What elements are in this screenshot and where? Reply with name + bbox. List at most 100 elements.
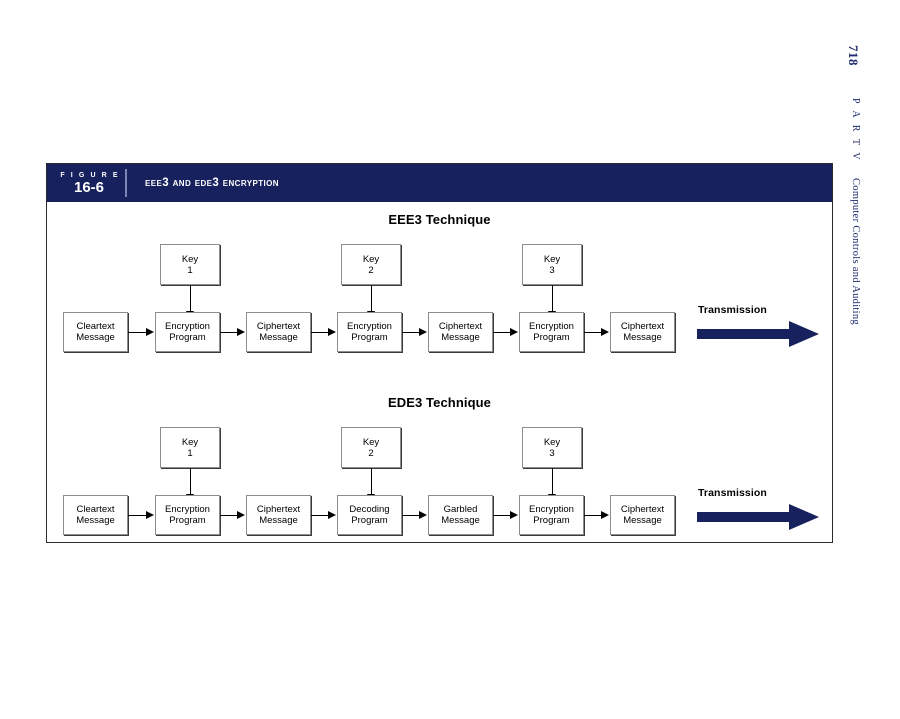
- eee3-transmission-arrow: [697, 321, 819, 347]
- eee3-key-connector-2: [371, 285, 372, 314]
- flow-box-line1: Encryption: [165, 504, 210, 515]
- ede3-flow-box-2: Encryption Program: [155, 495, 220, 535]
- eee3-connector-3: [311, 332, 329, 333]
- flow-box-line2: Message: [623, 332, 662, 343]
- flow-box-line2: Program: [169, 332, 206, 343]
- ede3-arrowhead-5: [510, 510, 518, 519]
- eee3-key-box-3: Key 3: [522, 244, 582, 285]
- flow-box-line2: Program: [351, 332, 388, 343]
- key-box-line2: 1: [187, 264, 193, 276]
- ede3-arrowhead-2: [237, 510, 245, 519]
- flow-box-line2: Message: [259, 515, 298, 526]
- flow-box-line2: Message: [441, 332, 480, 343]
- ede3-key-box-2: Key 2: [341, 427, 401, 468]
- flow-box-line2: Program: [351, 515, 388, 526]
- ede3-connector-5: [493, 515, 511, 516]
- ede3-connector-4: [402, 515, 420, 516]
- figure-word-label: F I G U R E: [60, 171, 120, 179]
- eee3-flow-box-5: Ciphertext Message: [428, 312, 493, 352]
- eee3-flow-box-4: Encryption Program: [337, 312, 402, 352]
- eee3-key-connector-1: [190, 285, 191, 314]
- ede3-key-connector-1: [190, 468, 191, 497]
- eee3-key-connector-3: [552, 285, 553, 314]
- key-box-line2: 1: [187, 447, 193, 459]
- key-box-line1: Key: [181, 436, 199, 448]
- eee3-connector-2: [220, 332, 238, 333]
- flow-box-line1: Encryption: [347, 321, 392, 332]
- flow-box-line2: Message: [76, 515, 115, 526]
- key-box-line2: 3: [549, 264, 555, 276]
- ede3-connector-1: [128, 515, 147, 516]
- key-box-line1: Key: [362, 253, 380, 265]
- key-box-line2: 2: [368, 264, 374, 276]
- eee3-arrowhead-5: [510, 327, 518, 336]
- flow-box-line1: Ciphertext: [438, 321, 483, 332]
- ede3-arrowhead-3: [328, 510, 336, 519]
- ede3-key-connector-2: [371, 468, 372, 497]
- eee3-key-box-1: Key 1: [160, 244, 220, 285]
- ede3-key-box-3: Key 3: [522, 427, 582, 468]
- running-head: Computer Controls and Auditing: [850, 178, 861, 325]
- flow-box-line2: Message: [623, 515, 662, 526]
- figure-title: EEE3 and EDE3 Encryption: [145, 177, 279, 189]
- ede3-flow-box-1: Cleartext Message: [63, 495, 128, 535]
- ede3-arrowhead-4: [419, 510, 427, 519]
- eee3-flow-box-3: Ciphertext Message: [246, 312, 311, 352]
- eee3-arrowhead-6: [601, 327, 609, 336]
- ede3-transmission-arrow: [697, 504, 819, 530]
- eee3-connector-5: [493, 332, 511, 333]
- eee3-flow-box-2: Encryption Program: [155, 312, 220, 352]
- ede3-key-box-1: Key 1: [160, 427, 220, 468]
- flow-box-line1: Cleartext: [76, 321, 115, 332]
- flow-box-line1: Ciphertext: [256, 321, 301, 332]
- ede3-transmission-label: Transmission: [698, 487, 767, 499]
- page-number: 718: [846, 45, 861, 66]
- flow-box-line2: Program: [533, 515, 570, 526]
- eee3-arrowhead-1: [146, 327, 154, 336]
- eee3-flow-box-7: Ciphertext Message: [610, 312, 675, 352]
- figure-number-block: F I G U R E 16-6: [47, 164, 125, 202]
- flow-box-line1: Cleartext: [76, 504, 115, 515]
- figure-number: 16-6: [73, 178, 105, 196]
- flow-box-line1: Encryption: [529, 321, 574, 332]
- eee3-key-box-2: Key 2: [341, 244, 401, 285]
- ede3-connector-6: [584, 515, 602, 516]
- ede3-section-title: EDE3 Technique: [387, 395, 491, 410]
- eee3-arrowhead-3: [328, 327, 336, 336]
- eee3-section-title: EEE3 Technique: [388, 212, 491, 227]
- flow-box-line1: Encryption: [529, 504, 574, 515]
- ede3-flow-box-4: Decoding Program: [337, 495, 402, 535]
- flow-box-line2: Program: [533, 332, 570, 343]
- ede3-flow-box-7: Ciphertext Message: [610, 495, 675, 535]
- eee3-connector-1: [128, 332, 147, 333]
- ede3-arrowhead-6: [601, 510, 609, 519]
- ede3-flow-box-6: Encryption Program: [519, 495, 584, 535]
- flow-box-line1: Ciphertext: [620, 504, 665, 515]
- ede3-connector-2: [220, 515, 238, 516]
- ede3-key-connector-3: [552, 468, 553, 497]
- eee3-flow-box-1: Cleartext Message: [63, 312, 128, 352]
- flow-box-line1: Garbled: [443, 504, 478, 515]
- key-box-line1: Key: [543, 436, 561, 448]
- header-divider: [125, 169, 127, 197]
- key-box-line1: Key: [543, 253, 561, 265]
- ede3-flow-box-3: Ciphertext Message: [246, 495, 311, 535]
- eee3-arrowhead-4: [419, 327, 427, 336]
- key-box-line1: Key: [362, 436, 380, 448]
- eee3-arrowhead-2: [237, 327, 245, 336]
- flow-box-line1: Encryption: [165, 321, 210, 332]
- key-box-line2: 3: [549, 447, 555, 459]
- ede3-flow-box-5: Garbled Message: [428, 495, 493, 535]
- key-box-line1: Key: [181, 253, 199, 265]
- flow-box-line2: Message: [76, 332, 115, 343]
- part-label: P A R T V: [850, 98, 861, 163]
- flow-box-line1: Decoding: [349, 504, 390, 515]
- flow-box-line2: Program: [169, 515, 206, 526]
- ede3-arrowhead-1: [146, 510, 154, 519]
- flow-box-line1: Ciphertext: [620, 321, 665, 332]
- eee3-connector-4: [402, 332, 420, 333]
- eee3-transmission-label: Transmission: [698, 304, 767, 316]
- ede3-connector-3: [311, 515, 329, 516]
- flow-box-line1: Ciphertext: [256, 504, 301, 515]
- key-box-line2: 2: [368, 447, 374, 459]
